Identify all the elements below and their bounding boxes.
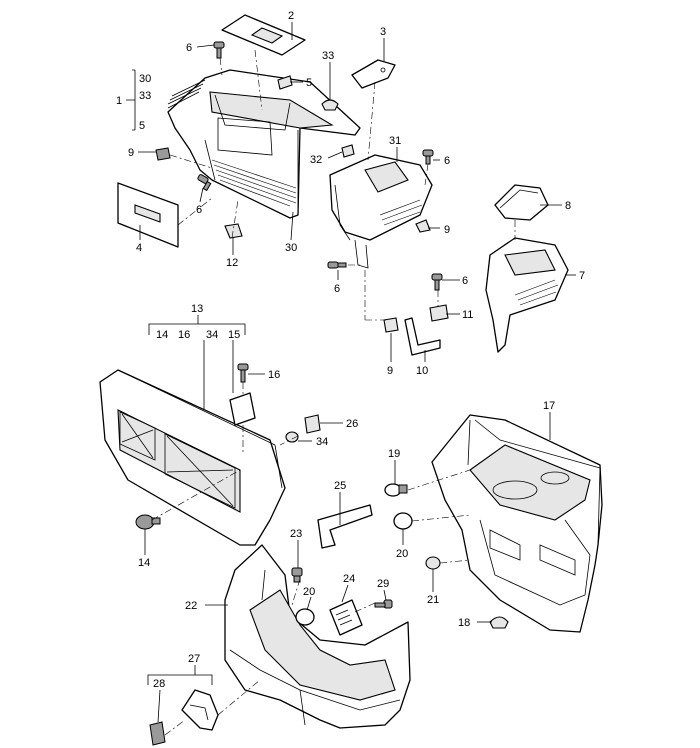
clip-5: [277, 75, 293, 90]
callout-30: 30: [139, 73, 151, 85]
callout-1: 1: [116, 95, 122, 107]
callout-24: 24: [343, 573, 355, 585]
callout-32: 32: [310, 154, 322, 166]
callout-16: 16: [268, 369, 280, 381]
clip-32: [341, 144, 355, 158]
plug-21: [425, 556, 441, 570]
callout-5: 5: [306, 77, 312, 89]
callout-6: 6: [186, 42, 192, 54]
callout-10: 10: [416, 365, 428, 377]
screw-icon: [291, 567, 303, 583]
callout-15: 15: [228, 329, 240, 341]
screw-icon: [327, 261, 347, 269]
callout-20: 20: [303, 586, 315, 598]
callout-25: 25: [334, 480, 346, 492]
callout-17: 17: [543, 400, 555, 412]
callout-16: 16: [178, 329, 190, 341]
screw-icon: [197, 174, 212, 192]
callout-34: 34: [206, 329, 218, 341]
callout-3: 3: [380, 26, 386, 38]
screw-icon: [374, 599, 393, 609]
screw-icon: [213, 41, 225, 59]
tray-panel-4: [117, 182, 179, 248]
grommet-33: [321, 99, 339, 111]
callout-14: 14: [138, 557, 150, 569]
callout-6: 6: [444, 155, 450, 167]
callout-18: 18: [458, 617, 470, 629]
callout-33: 33: [322, 50, 334, 62]
callout-9: 9: [387, 365, 393, 377]
callout-33: 33: [139, 90, 151, 102]
storage-tub-17: [431, 414, 603, 633]
callout-5: 5: [139, 120, 145, 132]
cap-8: [494, 184, 549, 221]
latch-piece-28: [149, 721, 166, 746]
side-panel-13: [99, 369, 286, 546]
strap-25: [317, 504, 373, 549]
console-trim-assembly: [167, 69, 361, 219]
clip-9: [415, 219, 431, 233]
fastener-11: [429, 304, 449, 322]
callout-14: 14: [156, 329, 168, 341]
plug-20: [393, 512, 413, 530]
callout-8: 8: [565, 200, 571, 212]
knob-14: [135, 514, 161, 530]
assembly-lines: [151, 49, 516, 736]
screw-icon: [422, 149, 434, 165]
plug-20: [295, 608, 315, 626]
center-housing-31: [329, 154, 433, 269]
clip-12: [224, 223, 243, 239]
side-housing-7: [485, 237, 569, 353]
callout-31: 31: [389, 135, 401, 147]
callout-leaders: [126, 22, 576, 723]
callout-13: 13: [191, 303, 203, 315]
callout-28: 28: [153, 678, 165, 690]
callout-7: 7: [579, 270, 585, 282]
plug-19: [384, 483, 408, 497]
callout-29: 29: [377, 578, 389, 590]
bracket-24: [329, 599, 363, 636]
screw-icon: [237, 363, 249, 383]
callout-9: 9: [444, 224, 450, 236]
callout-4: 4: [136, 242, 142, 254]
callout-9: 9: [128, 147, 134, 159]
callout-labels: 1 30 33 5 2 3 6 5 33 9 6 4 12 30 31 32 6…: [116, 10, 585, 690]
callout-6: 6: [462, 275, 468, 287]
callout-20: 20: [396, 548, 408, 560]
callout-34: 34: [316, 436, 328, 448]
callout-22: 22: [185, 600, 197, 612]
screw-icon: [431, 273, 443, 291]
callout-23: 23: [290, 528, 302, 540]
clip-26: [304, 414, 321, 434]
callout-2: 2: [288, 10, 294, 22]
callout-26: 26: [346, 418, 358, 430]
callout-27: 27: [188, 653, 200, 665]
callout-21: 21: [427, 594, 439, 606]
clip-9: [155, 147, 171, 161]
bracket-15: [229, 392, 256, 426]
callout-12: 12: [226, 257, 238, 269]
callout-19: 19: [388, 448, 400, 460]
latch-27: [181, 689, 219, 731]
small-cover-3: [351, 59, 396, 89]
callout-6: 6: [334, 283, 340, 295]
callout-30: 30: [285, 242, 297, 254]
washer-34: [285, 431, 299, 443]
bracket-10: [404, 317, 441, 356]
callout-6: 6: [196, 204, 202, 216]
clip-9: [383, 317, 399, 333]
cover-plate-2: [221, 14, 306, 56]
plug-18: [489, 616, 509, 629]
storage-tub-22: [224, 544, 411, 729]
callout-11: 11: [462, 309, 473, 321]
